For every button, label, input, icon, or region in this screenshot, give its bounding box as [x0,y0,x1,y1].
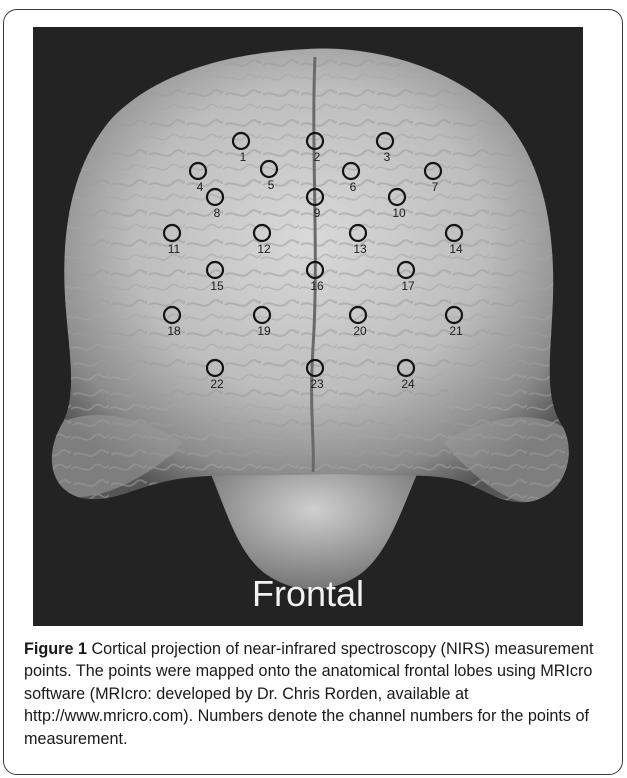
channel-number-22: 22 [210,377,224,391]
channel-number-4: 4 [197,180,204,194]
channel-number-2: 2 [314,150,321,164]
channel-number-21: 21 [449,324,463,338]
channel-number-13: 13 [353,242,367,256]
channel-number-12: 12 [257,242,271,256]
channel-number-5: 5 [268,178,275,192]
channel-number-11: 11 [168,242,181,256]
channel-number-16: 16 [310,279,324,293]
channel-number-7: 7 [432,180,439,194]
channel-number-6: 6 [350,180,357,194]
figure-caption-label: Figure 1 [24,640,87,658]
view-label: Frontal [33,573,583,615]
channel-number-18: 18 [167,324,181,338]
channel-number-1: 1 [240,150,247,164]
figure-caption-text: Cortical projection of near-infrared spe… [24,640,593,748]
channel-number-8: 8 [214,206,221,220]
channel-number-19: 19 [257,324,271,338]
channel-number-9: 9 [314,206,321,220]
channel-number-20: 20 [353,324,367,338]
channel-number-10: 10 [392,206,406,220]
channel-number-15: 15 [210,279,224,293]
channel-number-17: 17 [401,279,415,293]
channel-number-14: 14 [449,242,463,256]
figure-caption: Figure 1 Cortical projection of near-inf… [24,638,610,750]
channel-number-3: 3 [384,150,391,164]
channel-number-23: 23 [310,377,324,391]
channel-number-24: 24 [401,377,415,391]
brain-stem-shape [203,457,425,589]
